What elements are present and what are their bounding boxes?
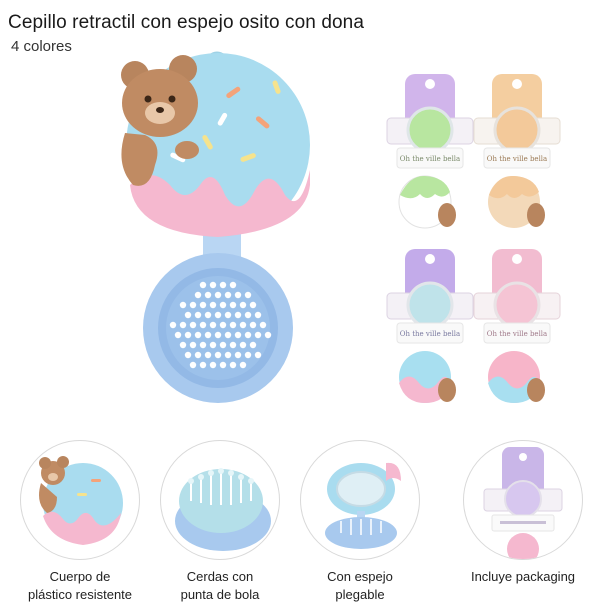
- bristle-dot: [184, 311, 192, 319]
- bristle-dot: [244, 331, 252, 339]
- bristle-dot: [224, 311, 232, 319]
- bristle-dot: [249, 341, 257, 349]
- bristle-dot: [244, 311, 252, 319]
- bristle-dot: [249, 301, 257, 309]
- bristle-dot: [219, 341, 227, 349]
- bristle-dot: [179, 321, 187, 329]
- bristle-dot: [239, 341, 247, 349]
- bristle-dot: [234, 291, 242, 299]
- bristle-dot: [224, 331, 232, 339]
- bristle-dot: [239, 361, 247, 369]
- bristle-dot: [219, 321, 227, 329]
- bristle-dot: [254, 351, 262, 359]
- feature-packaging-line1: Incluye packaging: [470, 569, 576, 584]
- bristle-dot: [194, 311, 202, 319]
- color-count: 4 colores: [11, 38, 72, 55]
- bristle-dot: [169, 321, 177, 329]
- brush-body-icon: [20, 440, 140, 560]
- feature-ball-bristles: Cerdas con punta de bola: [150, 440, 290, 604]
- bristle-dot: [264, 331, 272, 339]
- bristle-dot: [214, 331, 222, 339]
- bristle-dot: [189, 301, 197, 309]
- bristle-dot: [204, 311, 212, 319]
- bristle-dot: [229, 341, 237, 349]
- bristle-dot: [254, 331, 262, 339]
- bristle-dot: [259, 321, 267, 329]
- bristle-dot: [199, 341, 207, 349]
- feature-folding-mirror-line2: plegable: [335, 587, 385, 602]
- bristle-dot: [214, 351, 222, 359]
- bristle-dot: [204, 351, 212, 359]
- feature-ball-bristles-line1: Cerdas con: [186, 569, 254, 584]
- bristle-dot: [229, 281, 237, 289]
- bristle-dot: [199, 281, 207, 289]
- bristle-dot: [194, 351, 202, 359]
- product-title: Cepillo retractil con espejo osito con d…: [8, 12, 365, 33]
- bristle-dot: [229, 361, 237, 369]
- bristle-dot: [174, 331, 182, 339]
- bristle-dot: [189, 361, 197, 369]
- feature-folding-mirror-line1: Con espejo: [327, 569, 393, 584]
- bristle-dot: [244, 351, 252, 359]
- bristle-dot: [189, 321, 197, 329]
- bristle-dot: [209, 321, 217, 329]
- bristle-dot: [219, 281, 227, 289]
- bristle-dot: [204, 331, 212, 339]
- bristle-dot: [224, 351, 232, 359]
- feature-packaging: Incluye packaging: [453, 440, 593, 586]
- bristle-dot: [194, 291, 202, 299]
- feature-ball-bristles-line2: punta de bola: [180, 587, 260, 602]
- bristle-dot: [219, 301, 227, 309]
- bristle-dot: [189, 341, 197, 349]
- variant-green-label: Oh the ville bella: [400, 155, 460, 163]
- bristle-dot: [249, 321, 257, 329]
- bristle-dot: [234, 331, 242, 339]
- bristle-dot: [209, 361, 217, 369]
- bristle-dot: [214, 291, 222, 299]
- bristle-dot: [199, 321, 207, 329]
- bristle-dot: [229, 301, 237, 309]
- bristle-dot: [184, 351, 192, 359]
- feature-plastic-body: Cuerpo de plástico resistente: [10, 440, 150, 604]
- bristle-dot: [254, 311, 262, 319]
- variant-orange-label: Oh the ville bella: [487, 155, 547, 163]
- bristle-dot: [179, 301, 187, 309]
- bristle-dot: [199, 301, 207, 309]
- variant-orange[interactable]: Oh the ville bella: [472, 70, 562, 240]
- bristle-dot: [219, 361, 227, 369]
- bristle-dot: [209, 341, 217, 349]
- hero-product-image: [105, 45, 365, 445]
- bristle-dot: [209, 301, 217, 309]
- bristle-dot: [214, 311, 222, 319]
- packaging-icon: [463, 440, 583, 560]
- folding-mirror-icon: [300, 440, 420, 560]
- variant-blue[interactable]: Oh the ville bella: [385, 245, 475, 415]
- bristle-dot: [239, 301, 247, 309]
- variant-blue-label: Oh the ville bella: [400, 330, 460, 338]
- bristle-dot: [179, 341, 187, 349]
- variant-green[interactable]: Oh the ville bella: [385, 70, 475, 240]
- bristle-dot: [204, 291, 212, 299]
- variant-pink[interactable]: Oh the ville bella: [472, 245, 562, 415]
- feature-plastic-body-line1: Cuerpo de: [49, 569, 111, 584]
- variant-pink-label: Oh the ville bella: [487, 330, 547, 338]
- bristle-dot: [234, 351, 242, 359]
- bristle-dot: [229, 321, 237, 329]
- bristle-dot: [199, 361, 207, 369]
- bristle-dot: [239, 321, 247, 329]
- feature-folding-mirror: Con espejo plegable: [290, 440, 430, 604]
- bristle-dot: [234, 311, 242, 319]
- bristle-dot: [209, 281, 217, 289]
- feature-plastic-body-line2: plástico resistente: [27, 587, 133, 602]
- bristle-dot: [194, 331, 202, 339]
- ball-bristles-icon: [160, 440, 280, 560]
- bristle-dot: [244, 291, 252, 299]
- bristle-dot: [184, 331, 192, 339]
- bristle-dot: [224, 291, 232, 299]
